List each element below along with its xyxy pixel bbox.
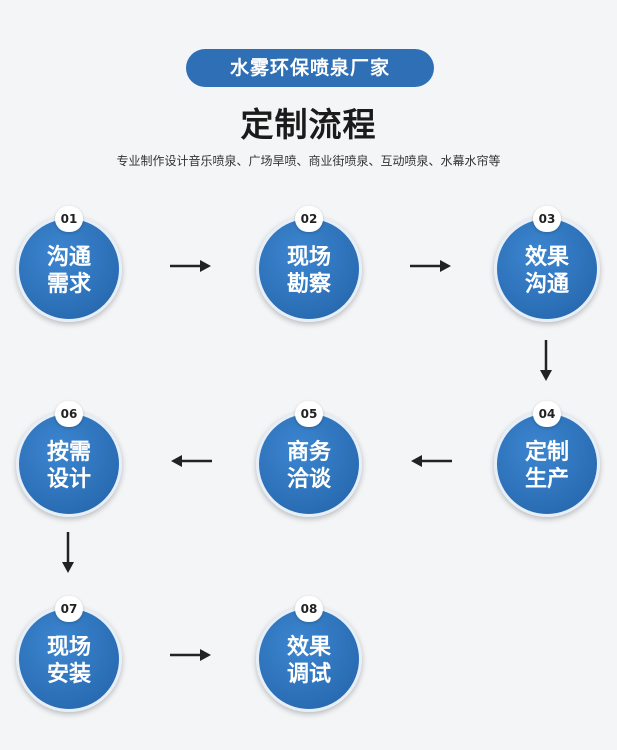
step-circle xyxy=(494,411,600,517)
step-circle xyxy=(16,606,122,712)
step-08: 08 效果调试 xyxy=(256,596,362,712)
step-number: 06 xyxy=(55,401,83,427)
arrow-right-icon xyxy=(410,260,451,272)
step-06: 06 按需设计 xyxy=(16,401,122,517)
arrow-down-icon xyxy=(62,532,74,573)
step-label: 商务洽谈 xyxy=(286,440,331,492)
page-title: 定制流程 xyxy=(240,105,377,144)
step-circle xyxy=(494,216,600,322)
step-label: 现场勘察 xyxy=(286,245,331,297)
arrow-right-icon xyxy=(170,260,211,272)
arrow-right-icon xyxy=(170,649,211,661)
arrow-left-icon xyxy=(411,455,452,467)
step-number: 07 xyxy=(55,596,83,622)
step-04: 04 定制生产 xyxy=(494,401,600,517)
arrow-left-icon xyxy=(171,455,212,467)
step-label: 按需设计 xyxy=(46,440,91,492)
arrow-down-icon xyxy=(540,340,552,381)
step-number: 01 xyxy=(55,206,83,232)
step-label: 效果沟通 xyxy=(524,245,569,297)
step-02: 02 现场勘察 xyxy=(256,206,362,322)
step-07: 07 现场安装 xyxy=(16,596,122,712)
step-number: 05 xyxy=(295,401,323,427)
step-number: 02 xyxy=(295,206,323,232)
step-03: 03 效果沟通 xyxy=(494,206,600,322)
step-number: 08 xyxy=(295,596,323,622)
step-circle xyxy=(256,216,362,322)
step-circle xyxy=(256,411,362,517)
step-label: 沟通需求 xyxy=(46,245,91,297)
step-label: 现场安装 xyxy=(46,635,91,687)
step-01: 01 沟通需求 xyxy=(16,206,122,322)
step-label: 定制生产 xyxy=(524,440,569,492)
brand-badge: 水雾环保喷泉厂家 xyxy=(186,49,434,87)
step-05: 05 商务洽谈 xyxy=(256,401,362,517)
step-label: 效果调试 xyxy=(286,635,331,687)
step-number: 04 xyxy=(533,401,561,427)
step-number: 03 xyxy=(533,206,561,232)
page-subtitle: 专业制作设计音乐喷泉、广场旱喷、商业街喷泉、互动喷泉、水幕水帘等 xyxy=(116,154,501,168)
